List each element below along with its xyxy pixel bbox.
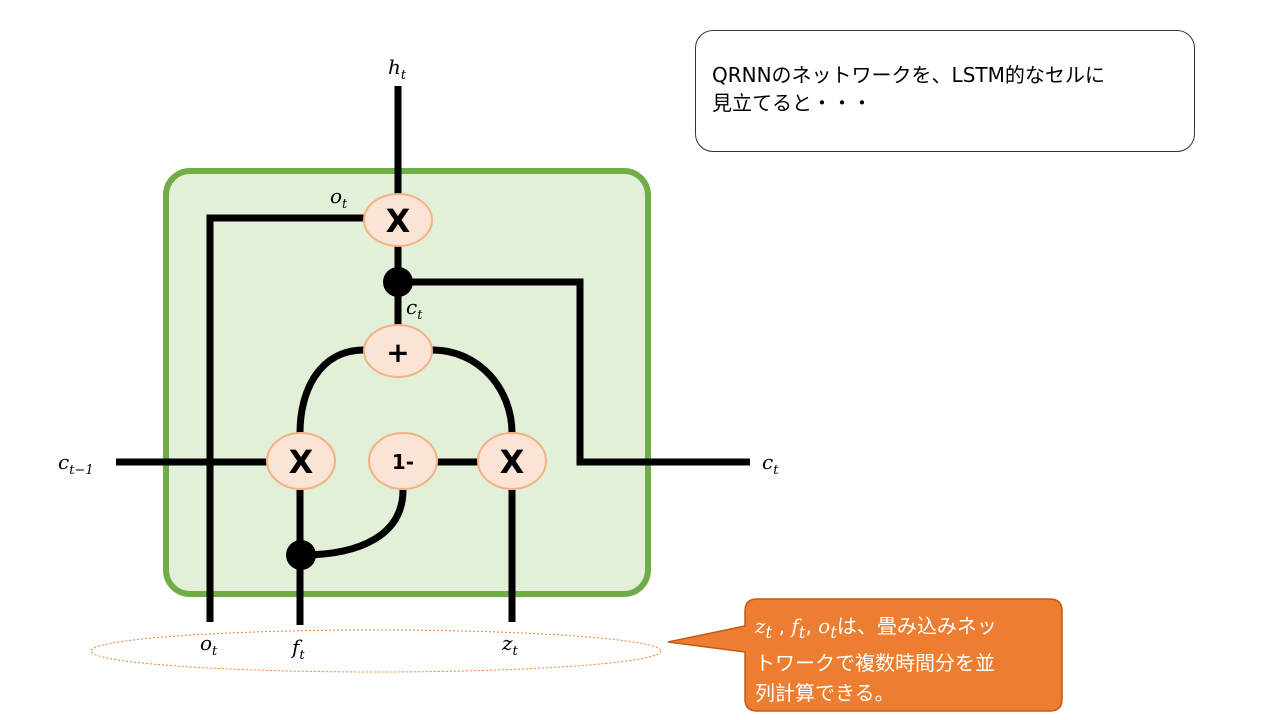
op-mul-right: X — [477, 432, 547, 490]
label-c-t-right: ct — [762, 450, 779, 478]
wire-c-out — [398, 278, 750, 466]
inputs-highlight-ellipse — [90, 629, 662, 673]
junction-node-bottom — [286, 540, 316, 570]
wire-add-left — [296, 346, 365, 434]
note-bubble — [667, 598, 1063, 712]
op-mul-top-label: X — [386, 202, 411, 240]
op-add: + — [363, 324, 433, 378]
op-mul-right-label: X — [500, 443, 525, 481]
op-one-minus: 1- — [368, 432, 438, 490]
label-h-t: ht — [388, 55, 407, 83]
label-c-t-mid: ct — [406, 295, 423, 323]
note-line-2: トワークで複数時間分を並 — [755, 651, 995, 675]
callout-box: QRNNのネットワークを、LSTM的なセルに 見立てると・・・ — [695, 30, 1195, 152]
label-z-t-bottom: zt — [501, 631, 519, 659]
op-mul-left: X — [266, 432, 336, 490]
note-line-1: zt , ft, otは、畳み込みネッ — [755, 614, 997, 642]
op-one-minus-label: 1- — [392, 450, 414, 474]
cell-box — [163, 168, 651, 597]
label-f-t-bottom: ft — [290, 635, 305, 663]
note-line-3: 列計算できる。 — [755, 681, 895, 705]
label-o-t-top: ot — [330, 184, 348, 212]
wire-o-gate — [206, 214, 366, 622]
callout-line-2: 見立てると・・・ — [712, 91, 872, 115]
wire-f-to-oneminus — [301, 489, 407, 559]
op-mul-left-label: X — [289, 443, 314, 481]
note-text: zt , ft, otは、畳み込みネッ トワークで複数時間分を並 列計算できる。 — [755, 611, 1055, 708]
callout-line-1: QRNNのネットワークを、LSTM的なセルに — [712, 63, 1105, 87]
op-add-label: + — [386, 336, 409, 369]
wire-add-right — [431, 346, 516, 434]
junction-node-top — [383, 267, 413, 297]
op-mul-top: X — [363, 193, 433, 247]
label-o-t-bottom: ot — [200, 631, 218, 659]
label-c-prev: ct−1 — [58, 450, 94, 478]
